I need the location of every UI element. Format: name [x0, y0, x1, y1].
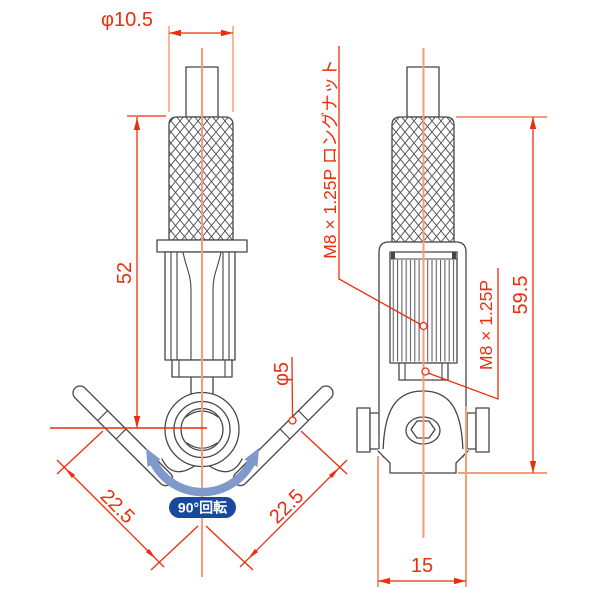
- rotation-arrowhead-right-icon: [244, 448, 259, 467]
- leader-long-nut: M8 × 1.25P ロングナット: [320, 46, 428, 331]
- leader-thread: M8 × 1.25P: [421, 268, 499, 400]
- side-tabs: [356, 407, 490, 453]
- swivel-eye: [164, 391, 240, 468]
- threaded-sleeve: [164, 251, 236, 394]
- arm-curl-left: [161, 458, 197, 473]
- label-long-nut: M8 × 1.25P ロングナット: [320, 59, 340, 259]
- dim-label-15: 15: [411, 555, 433, 577]
- label-thread: M8 × 1.25P: [476, 280, 496, 370]
- dim-label-52: 52: [114, 262, 136, 284]
- dim-52: 52: [50, 115, 207, 429]
- rotation-indicator: 90°回転: [146, 448, 259, 518]
- dim-phi5: φ5: [271, 356, 297, 425]
- dim-phi10-5: φ10.5: [101, 9, 234, 112]
- rotation-badge-label: 90°回転: [178, 500, 227, 516]
- arm-curl-right: [207, 458, 243, 473]
- dim-label-phi10-5: φ10.5: [101, 9, 153, 31]
- rotation-arrowhead-left-icon: [146, 448, 161, 467]
- rotation-arc-icon: [149, 458, 256, 497]
- dim-label-59-5: 59.5: [510, 276, 532, 315]
- dim-15: 15: [377, 406, 467, 587]
- dim-59-5: 59.5: [456, 116, 547, 474]
- rotation-badge: [169, 497, 236, 518]
- dim-label-phi5: φ5: [271, 362, 293, 386]
